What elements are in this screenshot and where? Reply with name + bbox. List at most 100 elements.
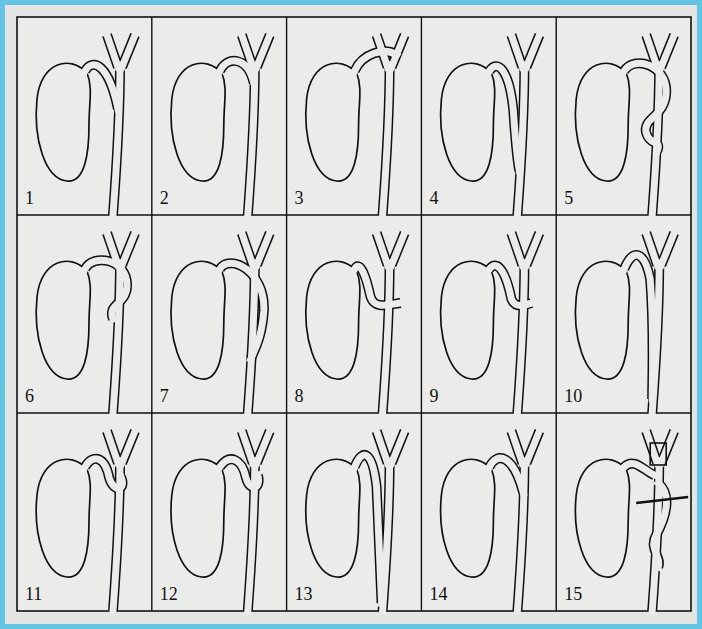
duct-lumen [489, 66, 519, 171]
duct-lumen [624, 63, 666, 151]
duct-outline [248, 65, 255, 215]
duct-outline [392, 233, 405, 265]
duct-lumen [85, 65, 118, 109]
duct-lumen [220, 61, 254, 83]
duct-outline [257, 35, 270, 67]
duct-outline [113, 263, 120, 413]
duct-lumen [355, 455, 382, 603]
duct-lumen [661, 35, 674, 67]
duct-lumen [113, 263, 120, 413]
gallbladder [36, 261, 90, 379]
duct-lumen [355, 52, 397, 71]
gallbladder [575, 459, 629, 577]
duct-lumen [220, 263, 264, 359]
duct-lumen [624, 463, 666, 567]
duct-outline [511, 431, 522, 463]
gallbladder [306, 459, 360, 577]
duct-sketch [36, 233, 135, 413]
callout-number: 12 [160, 585, 178, 603]
duct-lumen [377, 431, 388, 463]
gallbladder [575, 261, 629, 379]
duct-lumen [511, 233, 522, 265]
callout-number: 13 [295, 585, 313, 603]
duct-outline [377, 233, 388, 265]
duct-lumen [248, 263, 255, 413]
grid-line [421, 17, 422, 611]
duct-lumen [526, 233, 539, 265]
gallbladder [306, 261, 360, 379]
duct-lumen [248, 65, 255, 215]
gallbladder [171, 459, 225, 577]
duct-outline [122, 431, 135, 463]
duct-lumen [489, 266, 531, 306]
duct-sketch [306, 431, 405, 611]
duct-outline [107, 35, 118, 67]
gallbladder [575, 63, 629, 181]
duct-outline [383, 263, 390, 413]
duct-outline [355, 266, 401, 305]
duct-sketch [171, 431, 270, 611]
paper-ground [5, 5, 697, 624]
callout-number: 6 [25, 387, 34, 405]
duct-lumen [661, 431, 674, 463]
duct-lumen [242, 431, 253, 463]
duct-sketch [171, 233, 270, 413]
duct-lumen [257, 35, 270, 67]
duct-lumen [257, 233, 270, 265]
grid-line [17, 412, 691, 413]
duct-sketch [306, 233, 405, 413]
duct-sketch [575, 35, 674, 215]
duct-outline [517, 263, 524, 413]
callout-number: 15 [564, 585, 582, 603]
duct-lumen [107, 431, 118, 463]
duct-lumen [122, 35, 135, 67]
duct-outline [526, 233, 539, 265]
duct-lumen [122, 431, 135, 463]
duct-outline [248, 263, 255, 413]
duct-sketch [575, 431, 688, 611]
duct-lumen [377, 233, 388, 265]
callout-number: 8 [295, 387, 304, 405]
duct-lumen [392, 431, 405, 463]
gallbladder [441, 63, 495, 181]
duct-outline [377, 431, 388, 463]
duct-sketch [171, 35, 270, 215]
duct-lumen [517, 263, 524, 413]
duct-lumen [257, 431, 270, 463]
duct-outline [646, 431, 657, 463]
ligature-mark [636, 497, 688, 503]
callout-number: 4 [429, 189, 438, 207]
gallbladder [441, 459, 495, 577]
duct-outline [392, 431, 405, 463]
duct-sketch [575, 233, 674, 413]
callout-number: 10 [564, 387, 582, 405]
callout-number: 11 [25, 585, 42, 603]
duct-lumen [85, 260, 127, 319]
duct-outline [122, 35, 135, 67]
callout-number: 3 [295, 189, 304, 207]
duct-outline [122, 233, 135, 265]
duct-outline [257, 233, 270, 265]
duct-lumen [646, 233, 657, 265]
duct-sketch [306, 35, 405, 215]
callout-number: 14 [429, 585, 447, 603]
duct-dilation [650, 443, 666, 465]
duct-lumen [661, 233, 674, 265]
duct-lumen [85, 459, 122, 489]
duct-outline [661, 431, 674, 463]
gallbladder [36, 63, 90, 181]
duct-outline [242, 233, 253, 265]
callout-number: 7 [160, 387, 169, 405]
duct-outline [107, 431, 118, 463]
duct-lumen [489, 458, 523, 493]
duct-sketch [441, 233, 540, 413]
duct-lumen [242, 233, 253, 265]
duct-outline [220, 61, 254, 83]
duct-lumen [355, 266, 401, 305]
duct-lumen [392, 233, 405, 265]
duct-outline [242, 431, 253, 463]
duct-outline [526, 35, 539, 67]
